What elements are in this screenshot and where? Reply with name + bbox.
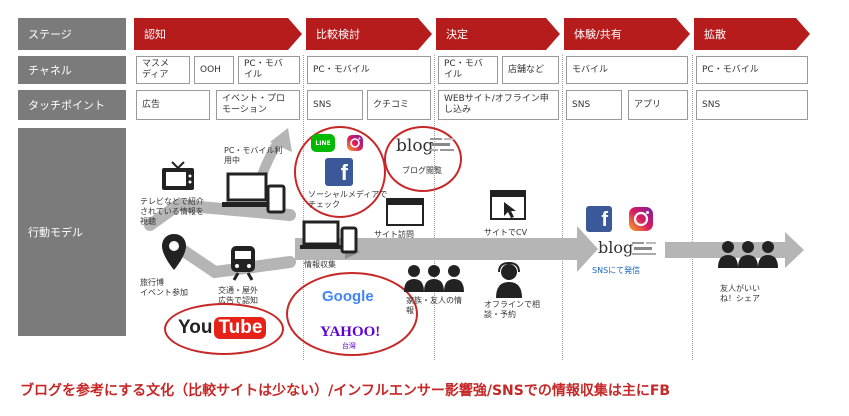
consultant-headset-icon [494,261,524,298]
browser-window-icon [386,198,424,226]
stage-diffusion: 拡散 [694,18,810,50]
facebook-icon: f [586,206,612,232]
label-site-cv: サイトでCV [484,228,528,237]
blog-logo-icon: blog [396,136,434,156]
flow-arrow-lower [169,239,296,279]
label-pc-mobile-use: PC・モバイル利 用中 [224,146,283,165]
channel-mobile: モバイル [566,56,688,84]
stage-experience-share: 体験/共有 [564,18,690,50]
label-social-check: ソーシャルメディアで チェック [308,190,388,209]
row-label-stage: ステージ [18,18,126,50]
facebook-icon: f [325,158,353,186]
channel-ooh: OOH [194,56,234,84]
map-pin-icon [160,232,188,272]
flow-arrow-upper [144,198,296,231]
column-divider [562,55,563,360]
touchpoint-event-promotion: イベント・プロ モーション [216,90,300,120]
flow-arrow-curve-head [270,128,292,152]
label-offline-consult: オフラインで相 談・予約 [484,300,540,319]
label-friend-like-share: 友人がいい ね！シェア [720,284,760,303]
google-logo-icon: Google [322,288,374,305]
yahoo-logo-icon: YAHOO! [320,324,381,340]
stage-decision: 決定 [436,18,560,50]
column-divider [692,55,693,360]
browser-cursor-icon [490,190,526,220]
row-label-behavior: 行動モデル [18,128,126,336]
label-info-gathering: 情報収集 [304,260,336,269]
word-cloud [430,136,456,156]
channel-pc-mobile: PC・モバイル [307,56,431,84]
highlight-circle-youtube [164,303,284,355]
highlight-circle-search [286,272,418,356]
instagram-icon [346,134,364,152]
touchpoint-sns: SNS [566,90,622,120]
label-transit-ads: 交通・屋外 広告で認知 [218,286,258,305]
touchpoint-sns: SNS [307,90,363,120]
line-icon: LINE [311,134,335,152]
touchpoint-web-offline: WEBサイト/オフライン申 し込み [438,90,559,120]
channel-mass-media: マスメ ディア [136,56,190,84]
people-group-icon [716,240,780,268]
label-site-visit: サイト訪問 [374,230,414,239]
summary-text: ブログを参考にする文化（比較サイトは少ない）/インフルエンサー影響強/SNSでの… [20,383,671,399]
channel-pc-mobile: PC・モバイル [696,56,808,84]
channel-pc-mobile: PC・モバ イル [238,56,300,84]
label-blog-reading: ブログ閲覧 [402,166,442,175]
people-group-icon [402,264,466,292]
flow-arrow-main [295,238,577,260]
laptop-phone-icon [222,172,288,214]
row-label-channel: チャネル [18,56,126,84]
train-icon [228,244,258,282]
stage-awareness: 認知 [134,18,302,50]
column-divider [303,55,304,360]
yahoo-region-label: 台灣 [342,342,356,350]
channel-store: 店舗など [502,56,559,84]
touchpoint-sns: SNS [696,90,808,120]
touchpoint-ads: 広告 [136,90,210,120]
flow-arrow-main-head [577,226,598,272]
highlight-circle-blog [384,126,462,192]
tv-icon [160,160,196,192]
touchpoint-word-of-mouth: クチコミ [367,90,431,120]
channel-pc-mobile: PC・モバ イル [438,56,498,84]
blog-logo-icon: blog [598,238,634,257]
highlight-circle-social [294,126,386,218]
label-travel-expo: 旅行博 イベント参加 [140,278,188,297]
touchpoint-app: アプリ [628,90,688,120]
label-sns-posting: SNSにて発信 [592,266,641,275]
stage-consideration: 比較検討 [306,18,432,50]
youtube-logo-icon: You Tube [178,313,267,343]
column-divider [434,55,435,360]
laptop-phone-icon [300,220,360,256]
instagram-icon [628,206,654,232]
label-tv: テレビなどで紹介 されている情報を 視聴 [140,197,204,226]
flow-arrow-final-head [785,232,804,268]
label-family-friends: 家族・友人の情 報 [406,296,462,315]
word-cloud [632,240,658,258]
row-label-touchpoint: タッチポイント [18,90,126,120]
